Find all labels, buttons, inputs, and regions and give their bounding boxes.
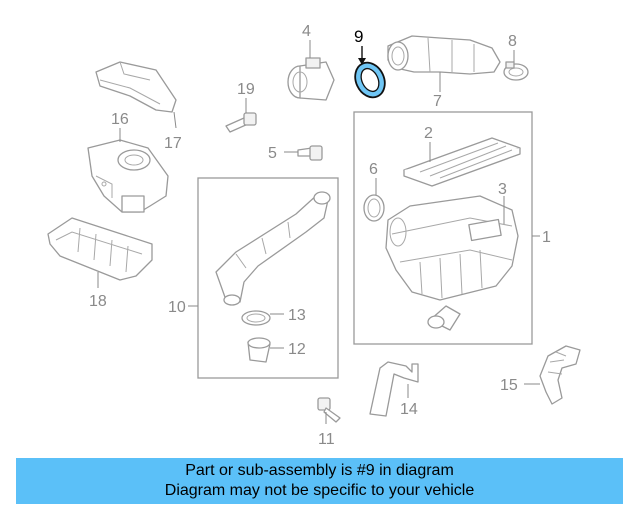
part-9-clamp[interactable]: [350, 58, 391, 102]
callout-16: 16: [111, 111, 129, 128]
banner-line-2: Diagram may not be specific to your vehi…: [164, 482, 475, 499]
callout-5: 5: [268, 145, 277, 162]
callout-8: 8: [508, 33, 517, 50]
callout-9: 9: [354, 27, 363, 46]
callout-7: 7: [433, 93, 442, 110]
part-11-bolt[interactable]: [317, 397, 341, 423]
banner-line-1: Part or sub-assembly is #9 in diagram: [185, 462, 454, 479]
callout-11: 11: [318, 431, 335, 448]
callout-4: 4: [302, 23, 311, 40]
callout-18: 18: [89, 293, 107, 310]
part-10-intake-tube[interactable]: [215, 191, 331, 306]
callout-19: 19: [237, 81, 255, 98]
leader-9-arrow: [358, 58, 366, 65]
part-2-air-filter[interactable]: [403, 137, 521, 187]
callout-13: 13: [288, 307, 306, 324]
callout-15: 15: [500, 377, 518, 394]
part-1-air-cleaner-assembly[interactable]: [385, 195, 519, 331]
callout-1: 1: [542, 229, 551, 246]
part-6-seal[interactable]: [363, 194, 385, 222]
part-19-bolt[interactable]: [225, 112, 257, 133]
part-4-maf-sensor[interactable]: [287, 57, 335, 101]
part-5-bolt[interactable]: [297, 145, 323, 161]
callout-17: 17: [164, 135, 182, 152]
part-15-elbow-hose[interactable]: [539, 345, 581, 405]
callout-6: 6: [369, 161, 378, 178]
part-8-clamp[interactable]: [503, 61, 529, 81]
callout-3: 3: [498, 181, 507, 198]
callout-14: 14: [400, 401, 418, 418]
leader-17: [173, 111, 177, 129]
part-16-resonator[interactable]: [87, 139, 169, 213]
part-17-snorkel[interactable]: [95, 61, 177, 113]
info-banner: Part or sub-assembly is #9 in diagram Di…: [16, 458, 623, 504]
part-18-air-duct[interactable]: [47, 217, 153, 281]
callout-12: 12: [288, 341, 306, 358]
part-12-coupler[interactable]: [247, 337, 271, 363]
group-box-1: [353, 111, 533, 345]
parts-diagram: 17 16 18 19 5 4: [47, 23, 581, 448]
part-7-intake-hose[interactable]: [387, 35, 501, 75]
callout-10: 10: [168, 299, 186, 316]
group-box-10: [197, 177, 339, 379]
callout-2: 2: [424, 125, 433, 142]
part-14-vent-tube[interactable]: [369, 361, 419, 417]
part-13-seal[interactable]: [241, 310, 271, 326]
